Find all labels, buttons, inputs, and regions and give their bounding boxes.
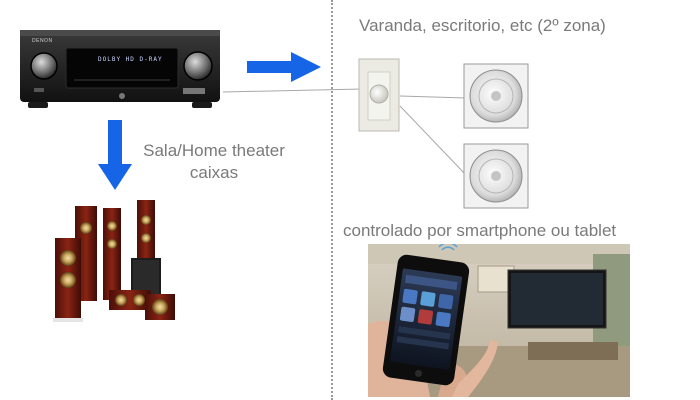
zone2-label: Varanda, escritorio, etc (2º zona) [359, 16, 606, 35]
av-receiver: DENON DOLBY HD D-RAY [18, 22, 223, 112]
wire-controller-to-speaker-bottom [399, 105, 467, 176]
main-zone-label: Sala/Home theater caixas [128, 140, 300, 184]
home-theater-speakers [45, 198, 180, 323]
ceiling-speaker-top [463, 63, 529, 129]
main-zone-label-line2: caixas [189, 163, 239, 182]
arrow-down-icon [98, 120, 132, 190]
zone-divider [331, 0, 333, 400]
receiver-brand: DENON [32, 38, 53, 44]
wire-controller-to-speaker-top [399, 95, 467, 99]
ceiling-speaker-bottom [463, 143, 529, 209]
control-label: controlado por smartphone ou tablet [343, 221, 617, 240]
smartphone-control-photo [368, 244, 630, 397]
wall-volume-control [358, 58, 400, 132]
main-zone-label-line1: Sala/Home theater [143, 141, 285, 160]
wire-receiver-to-controller [222, 88, 363, 93]
arrow-right-icon [247, 52, 321, 82]
receiver-display: DOLBY HD D-RAY [98, 56, 163, 63]
